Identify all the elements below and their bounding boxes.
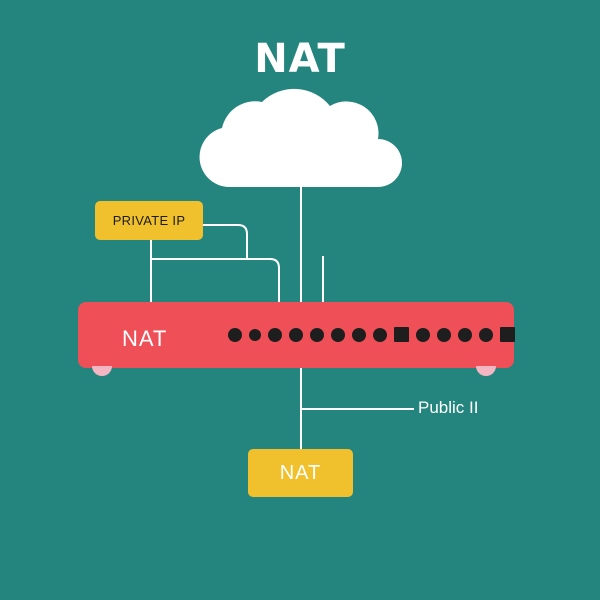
diagram-title: NAT <box>254 36 346 82</box>
router-foot-left <box>92 366 112 376</box>
public-ip-label: Public II <box>418 398 479 417</box>
port-indicator <box>331 327 345 342</box>
router-icon: NAT <box>78 302 515 368</box>
port-indicator-square <box>500 327 515 342</box>
port-indicator <box>373 327 387 342</box>
port-indicator <box>437 327 451 342</box>
nat-box: NAT <box>248 449 353 497</box>
router-label: NAT <box>122 326 168 351</box>
private-ip-connector <box>203 224 248 258</box>
lan-link <box>151 258 280 302</box>
port-indicator <box>458 327 472 342</box>
port-row <box>228 327 515 342</box>
router-foot-right <box>476 366 496 376</box>
port-indicator <box>310 327 324 342</box>
port-indicator-square <box>394 327 409 342</box>
port-indicator <box>249 328 261 341</box>
cloud-icon <box>199 88 402 187</box>
port-indicator <box>228 327 242 342</box>
port-indicator <box>416 327 430 342</box>
port-indicator <box>352 327 366 342</box>
port-indicator <box>289 327 303 342</box>
port-indicator <box>268 327 282 342</box>
private-ip-label: PRIVATE IP <box>95 201 203 240</box>
port-indicator <box>479 327 493 342</box>
